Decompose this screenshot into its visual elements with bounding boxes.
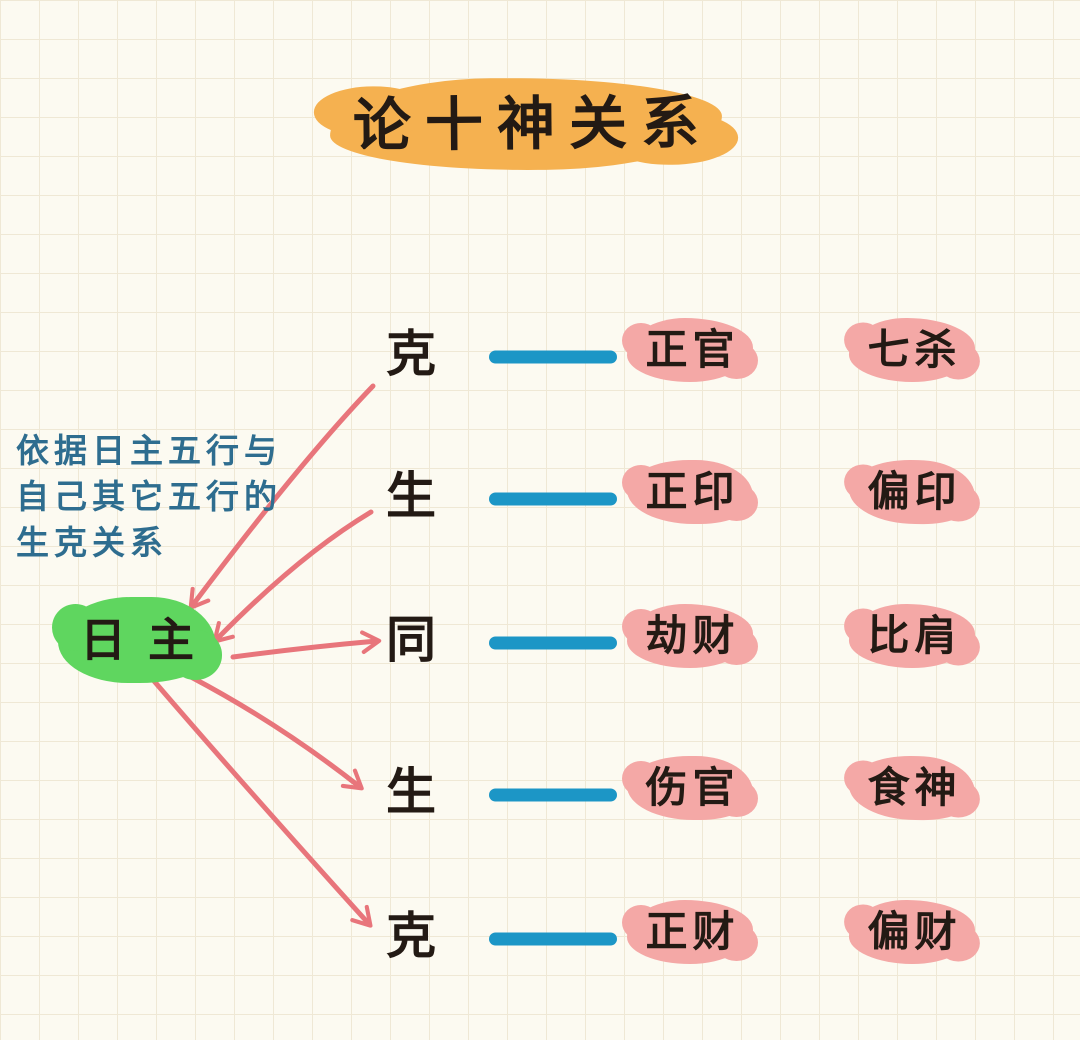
- primary-term: 伤官: [621, 756, 759, 820]
- secondary-term-label: 比肩: [867, 610, 962, 661]
- primary-term-label: 正财: [645, 907, 740, 956]
- day-master-highlight: [51, 597, 223, 683]
- note-text: 依据日主五行与 自己其它五行的 生克关系: [16, 428, 282, 566]
- primary-term-label: 正官: [645, 325, 740, 374]
- note-line: 自己其它五行的: [16, 477, 282, 516]
- note-line: 依据日主五行与: [16, 431, 282, 470]
- secondary-term-label: 偏财: [867, 906, 962, 957]
- primary-term: 正官: [621, 318, 759, 382]
- connector-line: [489, 788, 617, 802]
- primary-term-label: 正印: [645, 467, 740, 516]
- term-highlight: [621, 318, 759, 382]
- primary-term-label: 劫财: [645, 611, 740, 660]
- arrow-day-master-to-ke: [151, 678, 373, 928]
- secondary-term: 七杀: [848, 317, 976, 383]
- note-line: 生克关系: [16, 523, 168, 562]
- connector-line: [489, 932, 617, 946]
- primary-term-label: 伤官: [645, 763, 740, 812]
- secondary-term-label: 七杀: [867, 324, 962, 375]
- relation-label: 同: [386, 611, 436, 669]
- relation-label: 克: [386, 907, 436, 965]
- secondary-term: 偏财: [848, 899, 976, 965]
- primary-term: 正印: [621, 460, 759, 524]
- term-highlight: [621, 460, 759, 524]
- secondary-term: 食神: [848, 755, 976, 821]
- term-highlight: [621, 604, 759, 668]
- connector-line: [489, 636, 617, 650]
- primary-term: 劫财: [621, 604, 759, 668]
- connector-line: [489, 350, 617, 364]
- connector-line: [489, 492, 617, 506]
- day-master-label: 日主: [80, 613, 216, 667]
- term-highlight: [621, 900, 759, 964]
- secondary-term: 比肩: [848, 603, 976, 669]
- relation-label: 生: [386, 763, 436, 821]
- arrow-day-master-to-sheng: [188, 674, 364, 791]
- primary-term: 正财: [621, 900, 759, 964]
- day-master-node: 日主: [51, 597, 223, 683]
- relation-label: 克: [386, 325, 436, 383]
- term-highlight: [621, 756, 759, 820]
- arrow-day-master-to-tong: [230, 630, 382, 660]
- secondary-term: 偏印: [848, 459, 976, 525]
- page-title: 论十神关系: [329, 76, 723, 172]
- title-text: 论十神关系: [352, 88, 714, 160]
- secondary-term-label: 食神: [867, 762, 962, 813]
- secondary-term-label: 偏印: [867, 466, 962, 517]
- relation-label: 生: [386, 467, 436, 525]
